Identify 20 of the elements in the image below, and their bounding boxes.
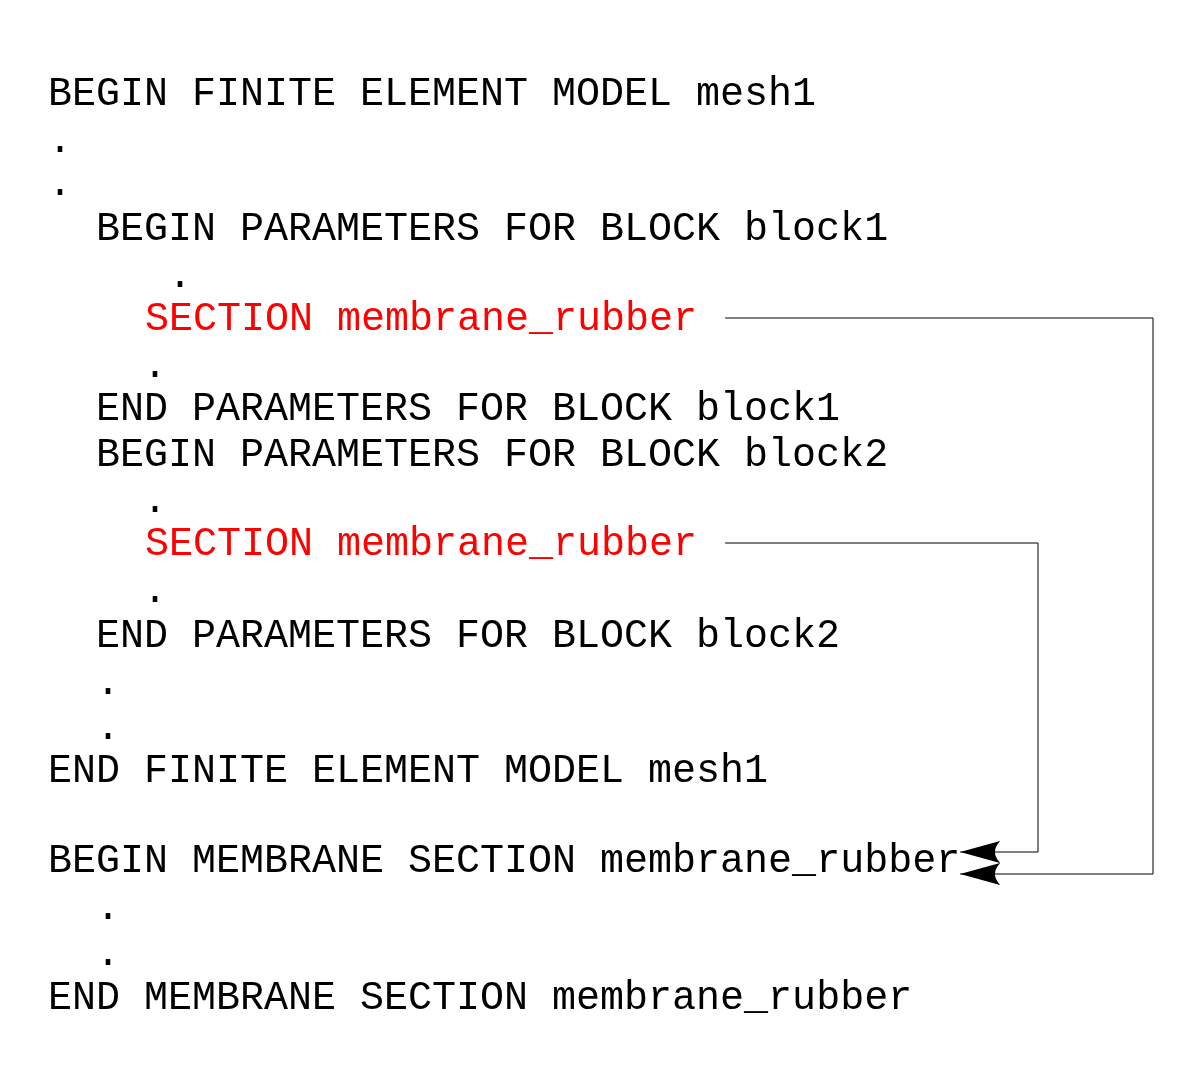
code-line: .	[168, 257, 192, 297]
code-line: END PARAMETERS FOR BLOCK block1	[96, 390, 841, 430]
code-line: BEGIN PARAMETERS FOR BLOCK block2	[96, 436, 889, 476]
code-line: .	[96, 889, 120, 929]
code-line: SECTION membrane_rubber	[145, 525, 698, 565]
code-line: .	[143, 572, 167, 612]
code-line: .	[96, 709, 120, 749]
code-line: .	[143, 347, 167, 387]
code-line: .	[96, 664, 120, 704]
code-line: SECTION membrane_rubber	[145, 300, 698, 340]
code-line: END FINITE ELEMENT MODEL mesh1	[48, 752, 769, 792]
code-line: BEGIN MEMBRANE SECTION membrane_rubber	[48, 842, 961, 882]
code-line: .	[48, 165, 72, 205]
code-line: BEGIN FINITE ELEMENT MODEL mesh1	[48, 75, 817, 115]
code-line: BEGIN PARAMETERS FOR BLOCK block1	[96, 210, 889, 250]
code-line: .	[48, 122, 72, 162]
code-line: END PARAMETERS FOR BLOCK block2	[96, 617, 841, 657]
code-line: END MEMBRANE SECTION membrane_rubber	[48, 979, 913, 1019]
code-line: .	[96, 935, 120, 975]
code-line: .	[143, 482, 167, 522]
